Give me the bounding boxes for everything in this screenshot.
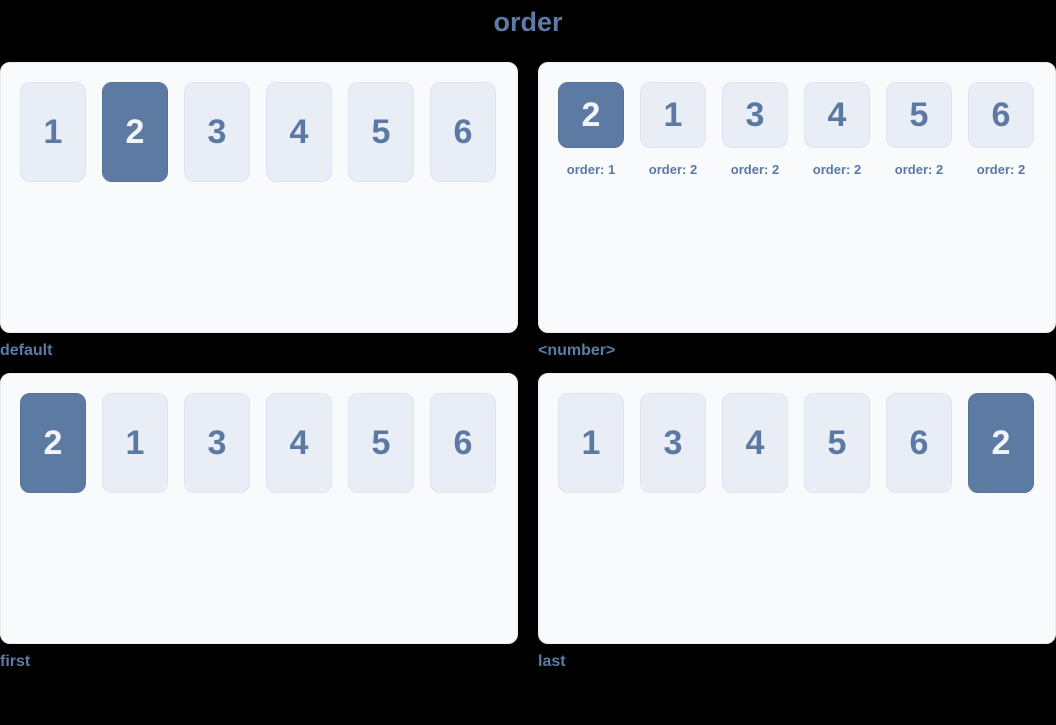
flex-item: 4 [722,393,788,493]
flex-item: 6 [430,82,496,182]
flex-item: 6 [968,82,1034,148]
demo-default: 1 2 3 4 5 6 default [0,62,518,360]
flex-item: 5 [348,393,414,493]
flex-item-highlighted: 2 [20,393,86,493]
order-value-label: order: 2 [812,162,862,177]
order-demo-page: order 1 2 3 4 5 6 default 2 order: 1 [0,7,1056,671]
panel-number: 2 order: 1 1 order: 2 3 order: 2 4 order… [538,62,1056,333]
flex-item-highlighted: 2 [102,82,168,182]
flex-item: 3 [184,82,250,182]
flex-item: 6 [886,393,952,493]
panel-first: 2 1 3 4 5 6 [0,373,518,644]
page-title: order [493,7,563,37]
demo-caption-first: first [0,653,31,670]
flex-item-column: 6 order: 2 [968,82,1034,177]
flex-item-column: 4 order: 2 [804,82,870,177]
demo-caption-default: default [0,342,53,359]
demo-number: 2 order: 1 1 order: 2 3 order: 2 4 order… [538,62,1056,360]
order-value-label: order: 2 [730,162,780,177]
demo-grid: 1 2 3 4 5 6 default 2 order: 1 1 order: … [0,62,1056,671]
flex-item: 4 [266,82,332,182]
flex-item: 3 [722,82,788,148]
demo-last: 1 3 4 5 6 2 last [538,373,1056,671]
panel-last: 1 3 4 5 6 2 [538,373,1056,644]
flex-item-highlighted: 2 [558,82,624,148]
flex-item: 3 [184,393,250,493]
demo-caption-number: <number> [538,342,616,359]
flex-item-column: 5 order: 2 [886,82,952,177]
flex-item: 1 [20,82,86,182]
demo-caption-last: last [538,653,566,670]
flex-item: 5 [348,82,414,182]
demo-first: 2 1 3 4 5 6 first [0,373,518,671]
flex-item: 4 [804,82,870,148]
flex-item: 6 [430,393,496,493]
flex-item-highlighted: 2 [968,393,1034,493]
order-value-label: order: 2 [976,162,1026,177]
flex-item: 5 [886,82,952,148]
flex-item: 1 [558,393,624,493]
flex-item-column: 1 order: 2 [640,82,706,177]
flex-item-column: 2 order: 1 [558,82,624,177]
order-value-label: order: 2 [894,162,944,177]
flex-item: 1 [640,82,706,148]
order-value-label: order: 2 [648,162,698,177]
flex-item-column: 3 order: 2 [722,82,788,177]
panel-default: 1 2 3 4 5 6 [0,62,518,333]
flex-item: 3 [640,393,706,493]
flex-item: 5 [804,393,870,493]
flex-item: 4 [266,393,332,493]
order-value-label: order: 1 [566,162,616,177]
flex-item: 1 [102,393,168,493]
